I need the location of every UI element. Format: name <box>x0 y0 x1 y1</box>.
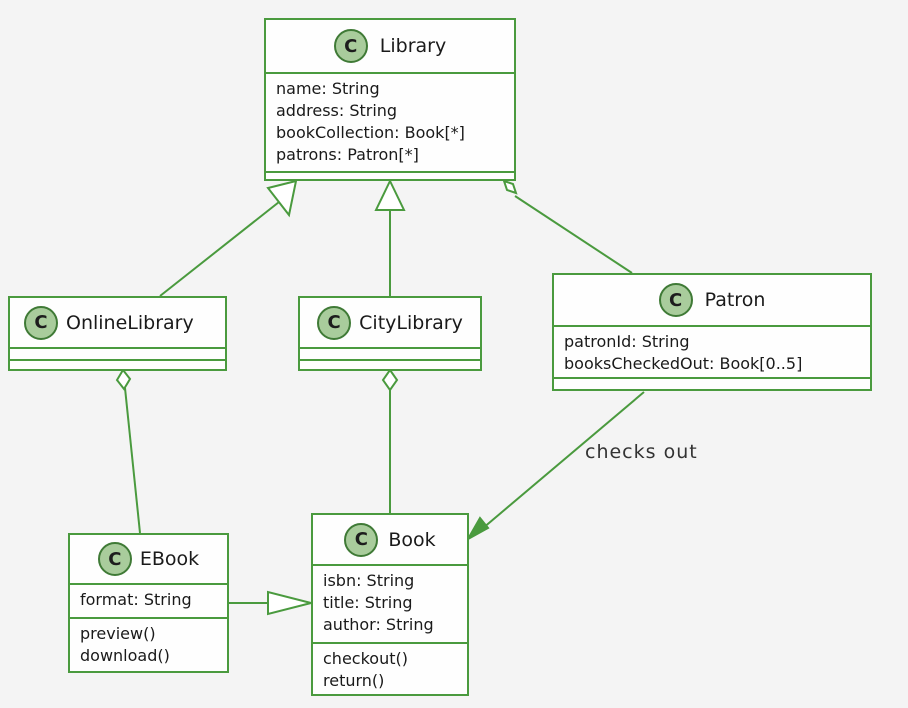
method: download() <box>80 646 170 665</box>
class-name: OnlineLibrary <box>66 311 194 334</box>
methods-section <box>554 377 870 389</box>
class-stereotype-icon: C <box>317 305 352 340</box>
edge-onlinelibrary-library <box>159 201 280 297</box>
method: preview() <box>80 624 156 643</box>
class-patron[interactable]: C Patron patronId: String booksCheckedOu… <box>552 273 872 391</box>
methods-section: checkout() return() <box>313 642 467 694</box>
generalization-arrowhead <box>267 590 312 616</box>
attribute: booksCheckedOut: Book[0..5] <box>564 354 803 373</box>
class-name: CityLibrary <box>359 311 463 334</box>
class-name: Book <box>388 528 436 551</box>
method: return() <box>323 671 385 690</box>
attribute: author: String <box>323 615 434 634</box>
edge-onlinelibrary-ebook <box>124 387 141 534</box>
generalization-arrowhead <box>266 179 298 218</box>
edge-library-patron <box>514 195 633 274</box>
attribute: address: String <box>276 101 398 120</box>
attributes-section: isbn: String title: String author: Strin… <box>313 564 467 642</box>
association-arrowhead <box>465 516 490 542</box>
methods-section <box>266 171 514 183</box>
attribute: patronId: String <box>564 332 690 351</box>
methods-section: preview() download() <box>70 617 227 671</box>
attribute: bookCollection: Book[*] <box>276 123 465 142</box>
class-name: Patron <box>704 289 766 311</box>
class-library[interactable]: C Library name: String address: String b… <box>264 18 516 181</box>
class-name: EBook <box>139 548 200 570</box>
attributes-section: patronId: String booksCheckedOut: Book[0… <box>554 325 870 377</box>
class-onlinelibrary[interactable]: C OnlineLibrary <box>8 296 227 371</box>
class-citylibrary[interactable]: C CityLibrary <box>298 296 482 371</box>
association-label: checks out <box>585 441 698 463</box>
generalization-arrowhead <box>374 178 406 211</box>
methods-section <box>300 359 480 371</box>
attribute: isbn: String <box>323 571 415 590</box>
attributes-section <box>10 347 225 359</box>
class-stereotype-icon: C <box>333 29 368 63</box>
aggregation-diamond <box>115 368 132 391</box>
method: checkout() <box>323 649 408 668</box>
class-stereotype-icon: C <box>658 283 693 317</box>
class-book[interactable]: C Book isbn: String title: String author… <box>311 513 469 696</box>
class-name: Library <box>379 35 447 57</box>
methods-section <box>10 359 225 371</box>
attribute: name: String <box>276 79 380 98</box>
aggregation-diamond <box>381 368 399 392</box>
attribute: format: String <box>80 590 192 609</box>
attributes-section: name: String address: String bookCollect… <box>266 72 514 171</box>
attributes-section <box>300 347 480 359</box>
class-ebook[interactable]: C EBook format: String preview() downloa… <box>68 533 229 673</box>
class-stereotype-icon: C <box>97 542 132 576</box>
attribute: title: String <box>323 593 413 612</box>
aggregation-diamond <box>502 179 518 195</box>
attribute: patrons: Patron[*] <box>276 145 419 164</box>
attributes-section: format: String <box>70 583 227 617</box>
class-stereotype-icon: C <box>344 522 379 557</box>
class-stereotype-icon: C <box>24 305 58 340</box>
edge-patron-book <box>475 391 645 535</box>
